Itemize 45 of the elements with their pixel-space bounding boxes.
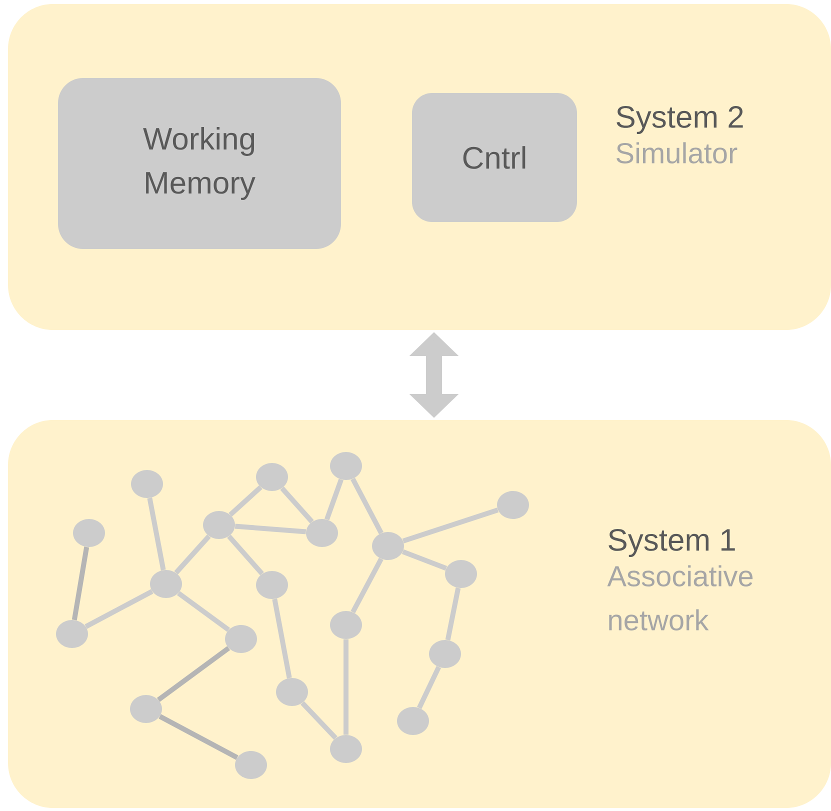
- network-dot: [56, 620, 88, 648]
- network-link: [300, 701, 338, 740]
- network-dot: [276, 678, 308, 706]
- network-link: [158, 714, 238, 760]
- network-dot: [130, 695, 162, 723]
- process-box: Cntrl: [412, 93, 577, 222]
- network-dot: [445, 560, 477, 588]
- network-link: [350, 478, 384, 534]
- network-link: [324, 478, 344, 520]
- network-link: [156, 646, 230, 702]
- network-link: [147, 498, 166, 570]
- network-dot: [330, 452, 362, 480]
- network-dot: [330, 735, 362, 763]
- network-link: [176, 591, 230, 632]
- network-link: [227, 534, 264, 576]
- network-dot: [131, 470, 163, 498]
- network-dot: [429, 640, 461, 668]
- panel-title: System 2 Simulator: [616, 106, 743, 164]
- network-dot: [235, 751, 267, 779]
- network-link: [272, 598, 292, 678]
- network-link: [280, 486, 314, 524]
- network-dot: [330, 611, 362, 639]
- network-link: [402, 508, 499, 544]
- network-dot: [256, 463, 288, 491]
- panel-title: System 1 Associative network: [607, 528, 753, 630]
- network-link: [234, 524, 306, 534]
- network-link: [228, 485, 262, 517]
- network-dot: [306, 519, 338, 547]
- network-dot: [497, 491, 529, 519]
- network-link: [174, 534, 211, 575]
- process-box: Working Memory: [58, 78, 341, 249]
- network-link: [445, 587, 461, 640]
- network-link: [72, 546, 90, 620]
- network-link: [350, 558, 384, 614]
- network-dot: [372, 532, 404, 560]
- network-dot: [73, 519, 105, 547]
- network-dot: [397, 707, 429, 735]
- network-dot: [256, 571, 288, 599]
- network-dot: [150, 570, 182, 598]
- network-dot: [203, 511, 235, 539]
- network-link: [344, 639, 348, 735]
- network-link: [417, 666, 441, 709]
- network-dot: [225, 625, 257, 653]
- network-link: [402, 549, 448, 571]
- network-link: [84, 589, 154, 629]
